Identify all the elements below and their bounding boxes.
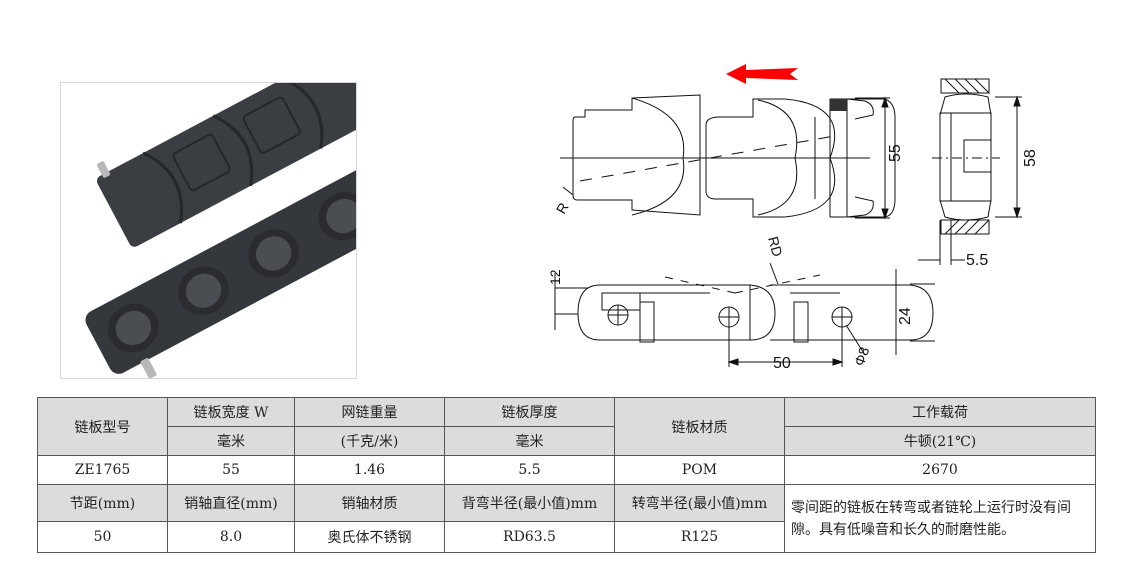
product-photo — [60, 82, 357, 379]
direction-arrow-icon — [726, 64, 798, 84]
dim-width: 55 — [887, 144, 904, 162]
thickness-unit: 毫米 — [444, 426, 615, 456]
dim-height: 12 — [547, 269, 563, 285]
side-radius-value: R125 — [614, 521, 785, 553]
pitch-value: 50 — [37, 521, 168, 553]
pin-material-header: 销轴材质 — [294, 484, 445, 522]
description: 零间距的链板在转弯或者链轮上运行时没有间隙。具有低噪音和长久的耐磨性能。 — [784, 484, 1096, 553]
load-value: 2670 — [784, 455, 1096, 485]
dim-plate-thickness: 5.5 — [966, 252, 988, 269]
top-view — [560, 94, 896, 220]
side-view — [554, 262, 935, 367]
material-value: POM — [614, 455, 785, 485]
pitch-header: 节距(mm) — [37, 484, 168, 522]
load-header: 工作载荷 — [784, 397, 1096, 427]
weight-unit: (千克/米) — [294, 426, 445, 456]
backflex-value: RD63.5 — [444, 521, 615, 553]
dim-backflex-label: RD — [765, 235, 786, 259]
model-value: ZE1765 — [37, 455, 168, 485]
load-unit: 牛顿(21℃) — [784, 426, 1096, 456]
dim-overall: 58 — [1022, 149, 1039, 167]
technical-drawing: 55 R — [540, 55, 1060, 385]
table-row: 链板型号 链板宽度 W 网链重量 链板厚度 链板材质 工作载荷 — [37, 397, 1096, 456]
backflex-header: 背弯半径(最小值)mm — [444, 484, 615, 522]
dim-pitch: 50 — [773, 355, 791, 372]
thickness-header: 链板厚度 — [444, 397, 615, 427]
material-header: 链板材质 — [614, 397, 785, 456]
pin-material-value: 奥氏体不锈钢 — [294, 521, 445, 553]
weight-header: 网链重量 — [294, 397, 445, 427]
width-unit: 毫米 — [167, 426, 295, 456]
table-row: 节距(mm) 销轴直径(mm) 销轴材质 背弯半径(最小值)mm 转弯半径(最小… — [37, 484, 1096, 553]
weight-value: 1.46 — [294, 455, 445, 485]
table-row: 毫米 (千克/米) 毫米 牛顿(21℃) — [38, 426, 1096, 456]
table-row: ZE1765 55 1.46 5.5 POM 2670 — [37, 455, 1096, 485]
width-header: 链板宽度 W — [167, 397, 295, 427]
width-value: 55 — [167, 455, 295, 485]
side-radius-header: 转弯半径(最小值)mm — [614, 484, 785, 522]
pin-diameter-value: 8.0 — [167, 521, 295, 553]
end-view — [918, 78, 1022, 265]
dim-thickness: 24 — [897, 307, 914, 325]
table-row: 50 8.0 奥氏体不锈钢 RD63.5 R125 — [37, 521, 1096, 553]
chain-photo-illustration — [61, 83, 356, 378]
dim-radius-label: R — [553, 200, 572, 217]
pin-diameter-header: 销轴直径(mm) — [167, 484, 295, 522]
thickness-value: 5.5 — [444, 455, 615, 485]
spec-table: 链板型号 链板宽度 W 网链重量 链板厚度 链板材质 工作载荷 毫米 (千克/米… — [37, 397, 1096, 553]
dim-pin-diameter: Φ8 — [851, 345, 873, 368]
model-header: 链板型号 — [37, 397, 168, 456]
